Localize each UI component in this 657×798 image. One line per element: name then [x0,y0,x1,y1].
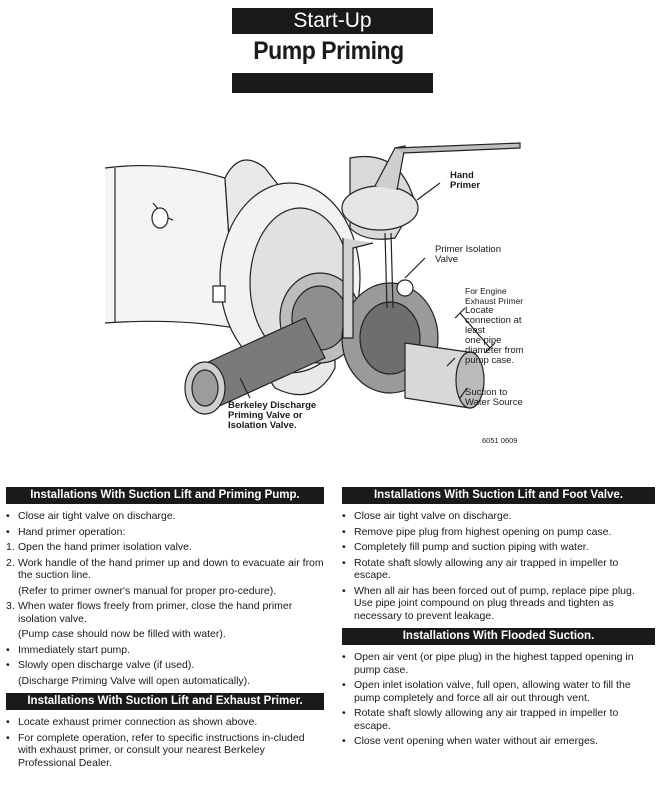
section-heading-flooded: Installations With Flooded Suction. [342,628,655,645]
list-item: • Close vent opening when water without a… [342,735,655,748]
list-marker: • [6,716,10,728]
list-marker: • [6,731,10,744]
label-primer-valve-line1: Primer Isolation [435,244,501,255]
list-marker: 3. [6,600,15,612]
list-item: • For complete operation, refer to specif… [6,732,324,770]
figure-code: 6051 0609 [482,436,518,445]
list-marker: 2. [6,556,15,569]
header-rule [232,73,433,93]
list-item: • Open air vent (or pipe plug) in the hig… [342,651,655,676]
label-hand-primer-line1: Hand [450,170,474,181]
label-engine-exhaust-primer: For Engine Exhaust Primer Locate connect… [465,286,535,366]
pump-illustration: Hand Primer Primer Isolation Valve For E… [105,108,535,453]
list-text: Close vent opening when water without ai… [354,735,598,747]
list-item: • Immediately start pump. [6,644,324,657]
list-marker: • [6,525,10,538]
list-marker: • [6,659,10,671]
list-item: • Close air tight valve on discharge. [342,510,655,523]
list-text: Locate exhaust primer connection as show… [18,716,258,728]
list-marker: • [342,735,346,747]
list-item: (Refer to primer owner's manual for prop… [6,585,324,598]
list-text: Completely fill pump and suction piping … [354,541,589,553]
list-marker: • [342,707,346,719]
label-discharge-line1: Berkeley Discharge [228,400,317,411]
section-heading-suction-exhaust: Installations With Suction Lift and Exha… [6,693,324,710]
label-engine-line3: pump case. [465,355,515,366]
list-item: • Rotate shaft slowly allowing any air tr… [342,557,655,582]
section-heading-suction-priming: Installations With Suction Lift and Prim… [6,487,324,504]
list-item: • Close air tight valve on discharge. [6,510,324,523]
list-text: Hand primer operation: [18,525,126,538]
list-text: Remove pipe plug from highest opening on… [354,525,612,538]
list-marker: • [6,643,10,656]
list-text: Rotate shaft slowly allowing any air tra… [354,556,619,582]
list-item: (Discharge Priming Valve will open autom… [6,675,324,688]
list-item: • Locate exhaust primer connection as sho… [6,716,324,729]
label-hand-primer-line2: Primer [450,180,481,191]
list-marker: • [342,584,346,597]
list-marker: • [342,510,346,522]
label-discharge-line3: Isolation Valve. [228,420,297,431]
label-discharge-line2: Priming Valve or [228,410,303,421]
list-marker: • [342,525,346,538]
list-text: (Pump case should now be filled with wat… [18,628,226,640]
label-primer-valve-line2: Valve [435,254,459,265]
list-item: 3.When water flows freely from primer, c… [6,600,324,625]
list-item: • Rotate shaft slowly allowing any air tr… [342,707,655,732]
label-suction: Suction to Water Source [465,388,523,408]
list-item: (Pump case should now be filled with wat… [6,628,324,641]
label-engine-title: For Engine Exhaust Primer [465,286,524,306]
list-item: 1.Open the hand primer isolation valve. [6,541,324,554]
list-marker: 1. [6,541,15,553]
list-marker: • [342,556,346,569]
list-item: • Remove pipe plug from highest opening o… [342,526,655,539]
list-suction-priming: • Close air tight valve on discharge. • Han… [6,510,324,687]
list-text: Close air tight valve on discharge. [354,510,512,522]
label-suction-line1: Suction to [465,387,508,398]
list-text: (Refer to primer owner's manual for prop… [18,584,277,597]
label-engine-line2: one pipe diameter from [465,335,524,356]
list-text: When all air has been forced out of pump… [354,584,635,622]
pump-drawing [105,142,521,415]
list-text: (Discharge Priming Valve will open autom… [18,674,251,687]
list-marker: • [342,679,346,691]
list-item: • Open inlet isolation valve, full open, … [342,679,655,704]
label-primer-isolation-valve: Primer Isolation Valve [435,245,501,265]
list-text: Slowly open discharge valve (if used). [18,659,195,671]
list-text: For complete operation, refer to specifi… [18,731,305,769]
list-text: Open inlet isolation valve, full open, a… [354,679,631,704]
label-hand-primer: Hand Primer [450,171,480,191]
page-title: Pump Priming [253,37,404,65]
right-column: Installations With Suction Lift and Foot… [342,487,655,751]
list-text: When water flows freely from primer, clo… [18,600,293,625]
list-marker: • [342,541,346,553]
section-heading-suction-foot: Installations With Suction Lift and Foot… [342,487,655,504]
header-subtitle: Start-Up [232,8,433,34]
left-column: Installations With Suction Lift and Prim… [6,487,324,772]
label-engine-line1: Locate connection at least [465,305,522,336]
list-flooded: • Open air vent (or pipe plug) in the hig… [342,651,655,748]
list-item: 2.Work handle of the hand primer up and … [6,557,324,582]
list-text: Work handle of the hand primer up and do… [18,556,324,582]
list-suction-foot: • Close air tight valve on discharge. • Rem… [342,510,655,622]
list-text: Rotate shaft slowly allowing any air tra… [354,707,619,732]
list-suction-exhaust: • Locate exhaust primer connection as sho… [6,716,324,769]
list-marker: • [6,510,10,522]
list-marker: • [342,651,346,663]
list-text: Open the hand primer isolation valve. [18,541,192,553]
label-suction-line2: Water Source [465,397,523,408]
list-item: • When all air has been forced out of pum… [342,585,655,623]
list-item: • Completely fill pump and suction piping… [342,541,655,554]
list-item: • Hand primer operation: [6,526,324,539]
list-item: • Slowly open discharge valve (if used). [6,659,324,672]
label-discharge-valve: Berkeley Discharge Priming Valve or Isol… [228,401,316,431]
list-text: Open air vent (or pipe plug) in the high… [354,651,634,676]
list-text: Close air tight valve on discharge. [18,510,176,522]
list-text: Immediately start pump. [18,643,131,656]
